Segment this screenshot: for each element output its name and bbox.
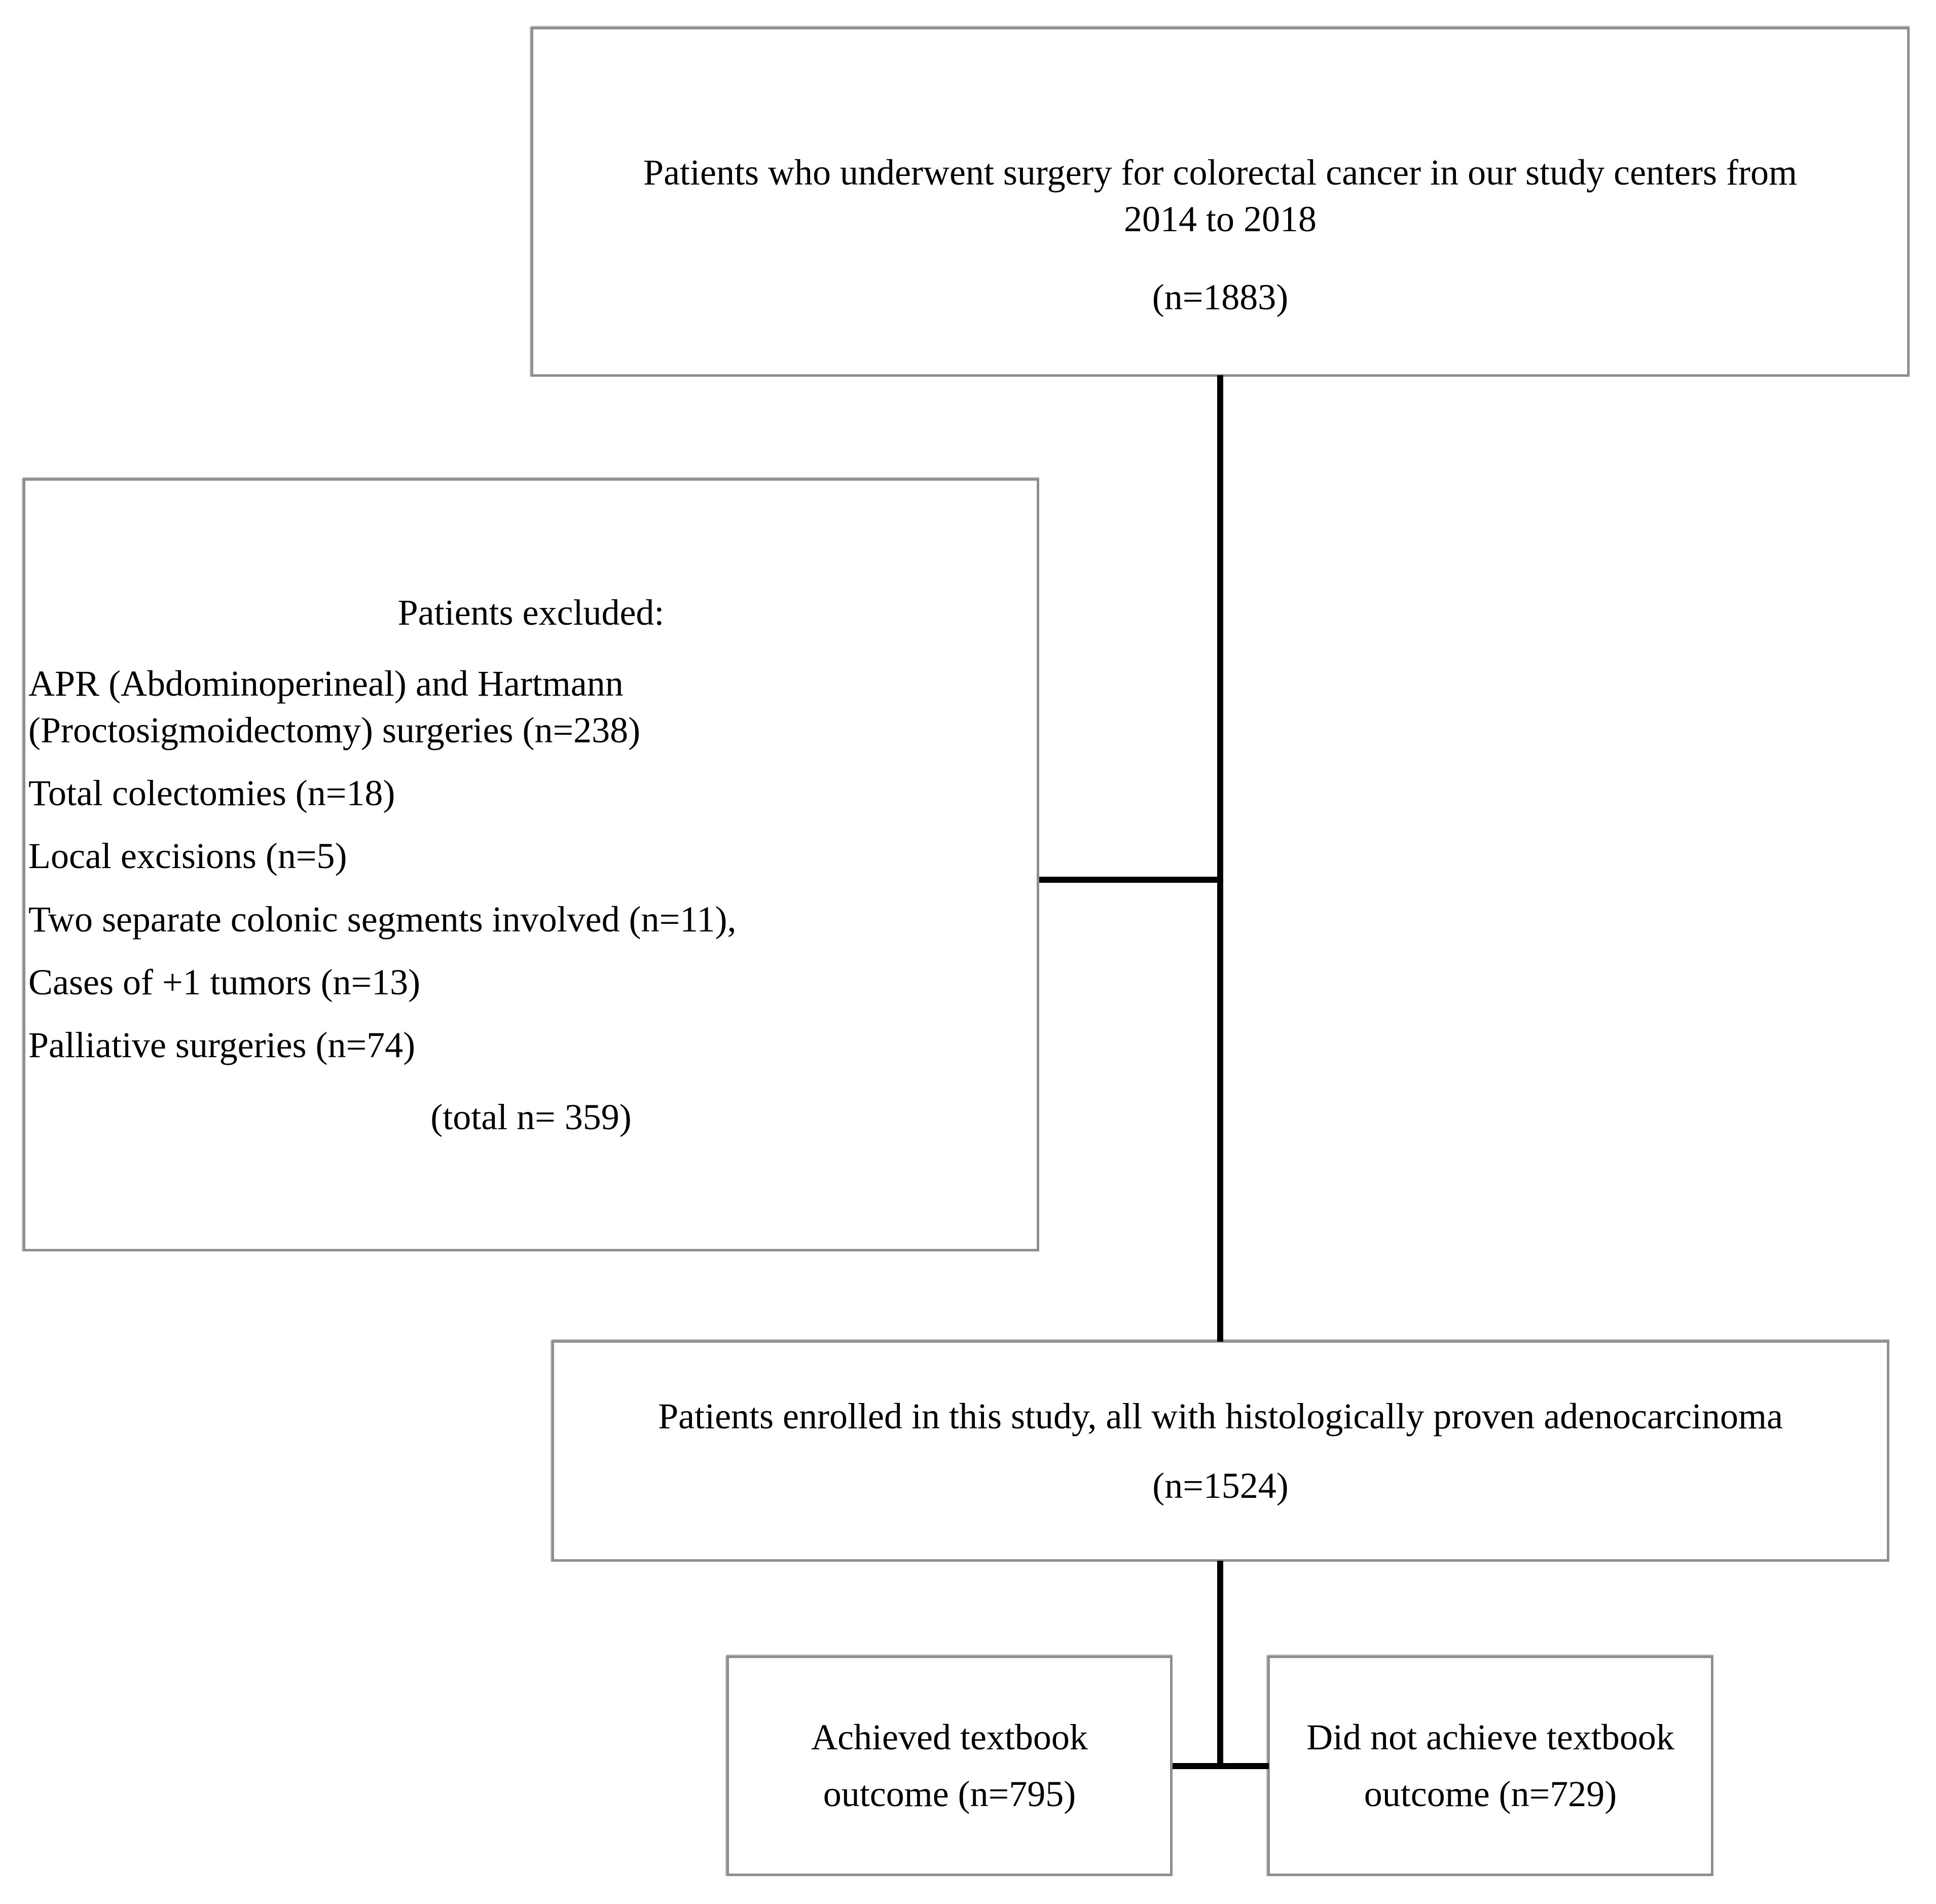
box-surgery-population: Patients who underwent surgery for color… [531,27,1910,377]
excluded-item-two-segments: Two separate colonic segments involved (… [28,899,737,940]
box-patients-excluded: Patients excluded: APR (Abdominoperineal… [23,478,1039,1251]
enrolled-text: Patients enrolled in this study, all wit… [658,1396,1783,1437]
connector-enrolled-to-outcomes-vertical [1217,1561,1223,1769]
excluded-item-local-excisions: Local excisions (n=5) [28,836,347,877]
connector-top-to-enrolled-vertical [1217,375,1223,1342]
excluded-item-plus-one-tumors: Cases of +1 tumors (n=13) [28,961,421,1002]
connector-outcomes-horizontal [1173,1763,1269,1769]
surgery-population-text: Patients who underwent surgery for color… [643,152,1797,239]
excluded-item-total-colectomies: Total colectomies (n=18) [28,773,395,814]
connector-excluded-branch-horizontal [1039,877,1223,883]
enrolled-count: (n=1524) [1152,1465,1289,1506]
surgery-population-count: (n=1883) [1152,277,1289,318]
box-patients-enrolled: Patients enrolled in this study, all wit… [552,1340,1889,1562]
box-not-achieved-outcome: Did not achieve textbook outcome (n=729) [1267,1656,1713,1876]
excluded-item-apr-hartmann: APR (Abdominoperineal) and Hartmann (Pro… [28,663,641,751]
excluded-total-count: (total n= 359) [430,1097,632,1138]
excluded-heading: Patients excluded: [397,592,665,633]
achieved-outcome-text: Achieved textbook outcome (n=795) [811,1716,1088,1814]
excluded-item-palliative: Palliative surgeries (n=74) [28,1024,416,1065]
box-achieved-outcome: Achieved textbook outcome (n=795) [726,1656,1173,1876]
not-achieved-outcome-text: Did not achieve textbook outcome (n=729) [1306,1716,1674,1814]
